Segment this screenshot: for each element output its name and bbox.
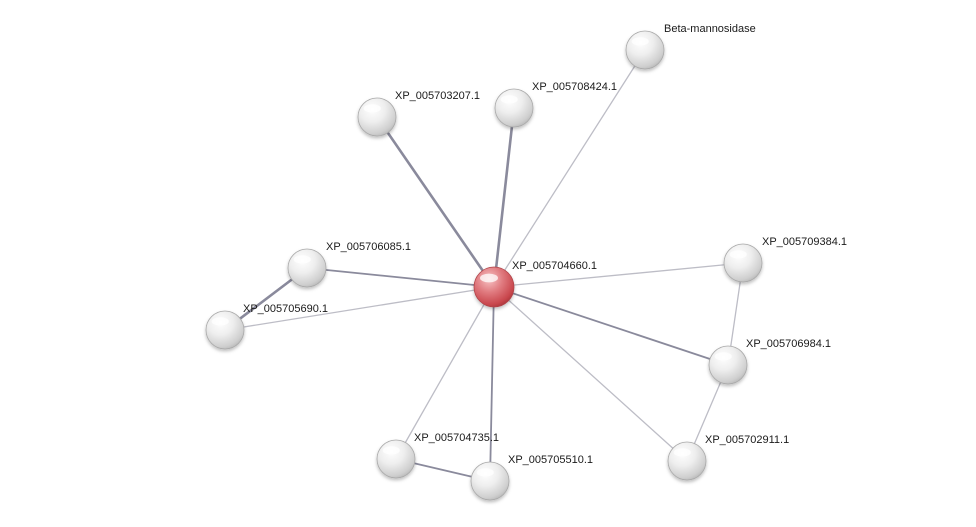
edge-XP_005704660.1-XP_005709384.1[interactable] [493, 262, 744, 288]
edge-XP_005704660.1-XP_005708424.1[interactable] [492, 106, 516, 289]
node-XP_005706984.1[interactable]: XP_005706984.1 [708, 338, 831, 385]
edge-XP_005704660.1-XP_005704735.1[interactable] [395, 286, 495, 460]
node-sphere[interactable] [667, 441, 707, 481]
node-Beta-mannosidase[interactable]: Beta-mannosidase [625, 23, 756, 70]
node-sphere[interactable] [625, 30, 665, 70]
node-highlight [500, 95, 518, 104]
edge-XP_005704660.1-XP_005703207.1[interactable] [375, 115, 496, 289]
edge-XP_005704660.1-XP_005706085.1[interactable] [306, 267, 495, 288]
node-XP_005703207.1[interactable]: XP_005703207.1 [357, 90, 480, 137]
edge-XP_005704660.1-XP_005705510.1[interactable] [489, 286, 495, 482]
node-highlight [476, 468, 494, 477]
node-highlight [631, 37, 649, 46]
edge-XP_005704660.1-XP_005702911.1[interactable] [493, 286, 688, 462]
node-highlight [293, 255, 311, 264]
edge-XP_005704660.1-XP_005705690.1[interactable] [224, 286, 495, 331]
node-label: XP_005706984.1 [746, 338, 831, 350]
node-sphere[interactable] [723, 243, 763, 283]
nodes-layer: XP_005704660.1 Beta-mannosidaseXP_0057084… [205, 23, 847, 501]
node-sphere[interactable] [205, 310, 245, 350]
node-XP_005705510.1[interactable]: XP_005705510.1 [470, 454, 593, 501]
node-label: XP_005703207.1 [395, 90, 480, 102]
node-label: Beta-mannosidase [664, 23, 756, 35]
node-highlight [714, 352, 732, 361]
node-XP_005708424.1[interactable]: XP_005708424.1 [494, 81, 617, 128]
node-highlight [382, 446, 400, 455]
node-XP_005704735.1[interactable]: XP_005704735.1 [376, 432, 499, 479]
node-label: XP_005706085.1 [326, 241, 411, 253]
node-XP_005704660.1[interactable]: XP_005704660.1 [473, 260, 597, 308]
node-label: XP_005704660.1 [512, 260, 597, 272]
node-XP_005706085.1[interactable]: XP_005706085.1 [287, 241, 411, 288]
node-highlight [363, 104, 381, 113]
node-label: XP_005708424.1 [532, 81, 617, 93]
node-sphere[interactable] [357, 97, 397, 137]
node-label: XP_005705510.1 [508, 454, 593, 466]
node-highlight [211, 317, 229, 326]
node-label: XP_005704735.1 [414, 432, 499, 444]
node-highlight [729, 250, 747, 259]
node-label: XP_005702911.1 [705, 434, 789, 446]
node-sphere[interactable] [470, 461, 510, 501]
edge-XP_005704660.1-Beta-mannosidase[interactable] [493, 49, 646, 288]
node-label: XP_005705690.1 [243, 303, 328, 315]
node-highlight [480, 273, 498, 283]
node-XP_005709384.1[interactable]: XP_005709384.1 [723, 236, 847, 283]
node-sphere[interactable] [376, 439, 416, 479]
edge-XP_005704660.1-XP_005706984.1[interactable] [493, 286, 729, 366]
node-highlight [673, 448, 691, 457]
node-sphere[interactable] [708, 345, 748, 385]
node-label: XP_005709384.1 [762, 236, 847, 248]
node-sphere[interactable] [287, 248, 327, 288]
node-XP_005705690.1[interactable]: XP_005705690.1 [205, 303, 328, 350]
node-sphere[interactable] [473, 266, 515, 308]
node-sphere[interactable] [494, 88, 534, 128]
node-XP_005702911.1[interactable]: XP_005702911.1 [667, 434, 789, 481]
